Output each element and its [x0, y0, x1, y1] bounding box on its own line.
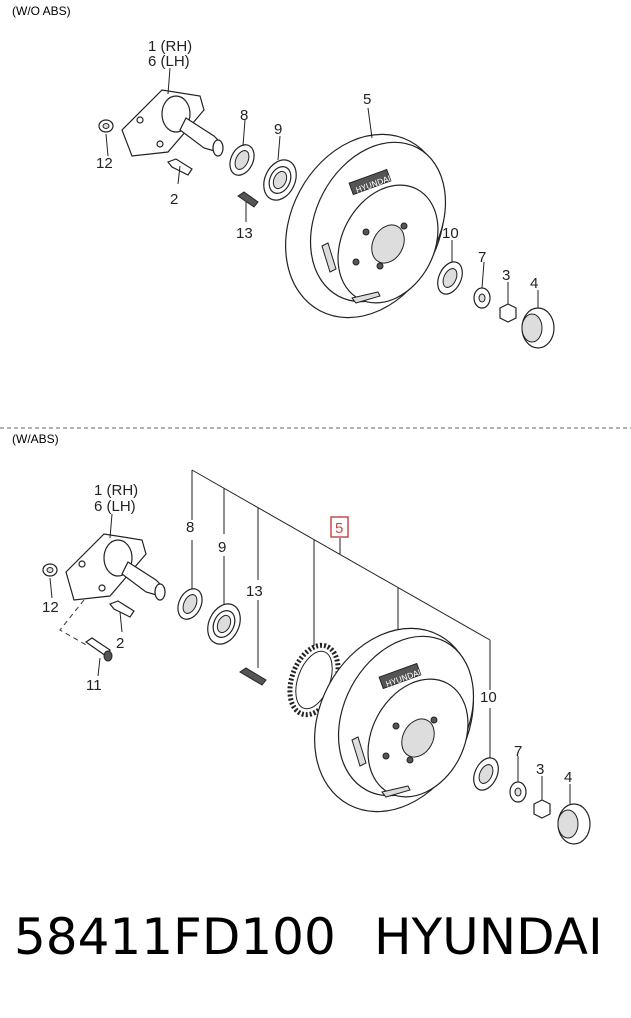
nut-3-bottom	[533, 799, 551, 819]
cap-4-top	[521, 307, 555, 349]
part-number: 58411FD100	[14, 908, 336, 966]
washer-12-bottom	[42, 563, 58, 577]
callout-3-top: 3	[502, 267, 510, 284]
washer-12-top	[98, 119, 114, 133]
callout-10-top: 10	[442, 225, 459, 242]
nut-3-top	[499, 303, 517, 323]
callout-7-bottom: 7	[514, 743, 522, 760]
callout-2-top: 2	[170, 191, 178, 208]
callout-1-top: 1 (RH)	[148, 38, 192, 55]
seal-8-top	[229, 144, 255, 176]
washer-7-bottom	[509, 781, 527, 803]
callout-11-bottom: 11	[86, 677, 102, 694]
callout-7-top: 7	[478, 249, 486, 266]
diagram-with-abs: HYUNDAI 1 (RH) 6 (LH) 8 9 13 5 12 2 11 1…	[42, 469, 591, 845]
brake-drum-bottom: HYUNDAI	[314, 627, 475, 813]
seal-8-bottom	[177, 588, 203, 620]
callout-3-bottom: 3	[536, 761, 544, 778]
stud-13-top	[237, 191, 259, 208]
bolt-2-bottom	[109, 600, 135, 618]
section-label-with-abs: (W/ABS)	[12, 432, 59, 446]
diagram-without-abs: HYUNDAI 1 (RH) 6 (LH) 5 8 9 12 2 13 10 7…	[96, 38, 555, 349]
bearing-9-top	[263, 159, 297, 201]
callout-8-bottom: 8	[186, 519, 194, 536]
callout-6-top: 6 (LH)	[148, 53, 190, 70]
bearing-10-bottom	[473, 757, 499, 791]
callout-13-top: 13	[236, 225, 253, 242]
bearing-10-top	[437, 261, 463, 295]
dash-leader-11	[59, 599, 89, 647]
bearing-9-bottom	[207, 603, 241, 645]
callout-1-bottom: 1 (RH)	[94, 482, 138, 499]
callout-4-bottom: 4	[564, 769, 572, 786]
bolt-11-bottom	[84, 637, 113, 662]
section-label-without-abs: (W/O ABS)	[12, 4, 71, 18]
knuckle-bottom	[65, 533, 166, 601]
callout-9-bottom: 9	[218, 539, 226, 556]
callout-2-bottom: 2	[116, 635, 124, 652]
brand-name: HYUNDAI	[374, 908, 603, 966]
callout-12-top: 12	[96, 155, 113, 172]
callout-13-bottom: 13	[246, 583, 263, 600]
bolt-2-top	[167, 158, 193, 185]
callout-5-bottom: 5	[335, 520, 343, 537]
callout-5-top: 5	[363, 91, 371, 108]
callout-4-top: 4	[530, 275, 538, 292]
callout-10-bottom: 10	[480, 689, 497, 706]
stud-13-bottom	[239, 667, 267, 686]
brake-drum-top: HYUNDAI	[285, 133, 447, 319]
callout-8-top: 8	[240, 107, 248, 124]
cap-4-bottom	[557, 803, 591, 845]
knuckle-top	[121, 89, 224, 157]
callout-12-bottom: 12	[42, 599, 59, 616]
washer-7-top	[473, 287, 491, 309]
callout-6-bottom: 6 (LH)	[94, 498, 136, 515]
callout-9-top: 9	[274, 121, 282, 138]
highlight-box-5	[330, 516, 349, 538]
